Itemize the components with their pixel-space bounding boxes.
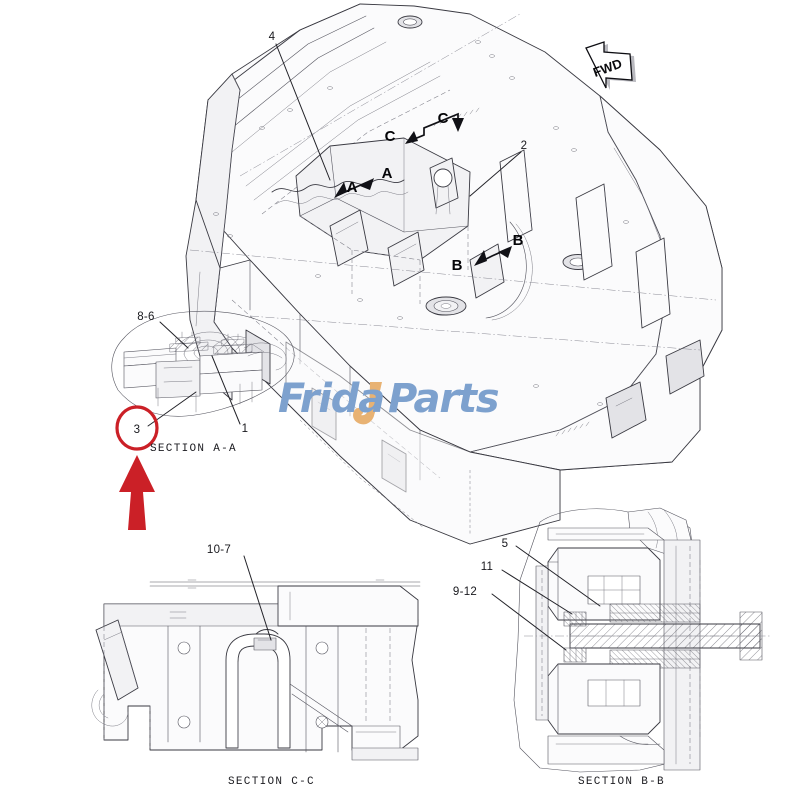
section-a-a-detail [111, 310, 295, 427]
callout-9-12: 9-12 [453, 586, 477, 598]
main-view-leaders [275, 43, 522, 197]
section-marker-b-left: B [452, 257, 463, 274]
forward-arrow-label: FWD [591, 56, 624, 80]
main-isometric-frame-view [185, 3, 723, 545]
callout-11: 11 [481, 561, 494, 573]
section-marker-c-left: C [385, 128, 396, 145]
section-c-c-caption: SECTION C-C [228, 776, 315, 788]
callout-10-7: 10-7 [207, 544, 231, 556]
highlight-annotation [115, 405, 159, 530]
section-cut-markers [334, 112, 512, 266]
section-c-c-detail [91, 555, 421, 761]
section-a-a-caption: SECTION A-A [150, 443, 237, 455]
section-marker-a-left: A [347, 179, 358, 196]
forward-direction-arrow [585, 41, 636, 90]
section-b-b-detail [491, 507, 770, 773]
section-marker-a-right: A [382, 165, 393, 182]
section-b-b-caption: SECTION B-B [578, 776, 665, 788]
section-marker-b-right: B [513, 232, 524, 249]
callout-8-6: 8-6 [137, 311, 155, 323]
section-marker-c-right: C [438, 110, 449, 127]
callout-1: 1 [242, 423, 249, 435]
callout-5: 5 [502, 538, 509, 550]
callout-2: 2 [521, 140, 528, 152]
callout-4: 4 [269, 31, 276, 43]
callout-3-highlighted: 3 [134, 424, 141, 436]
